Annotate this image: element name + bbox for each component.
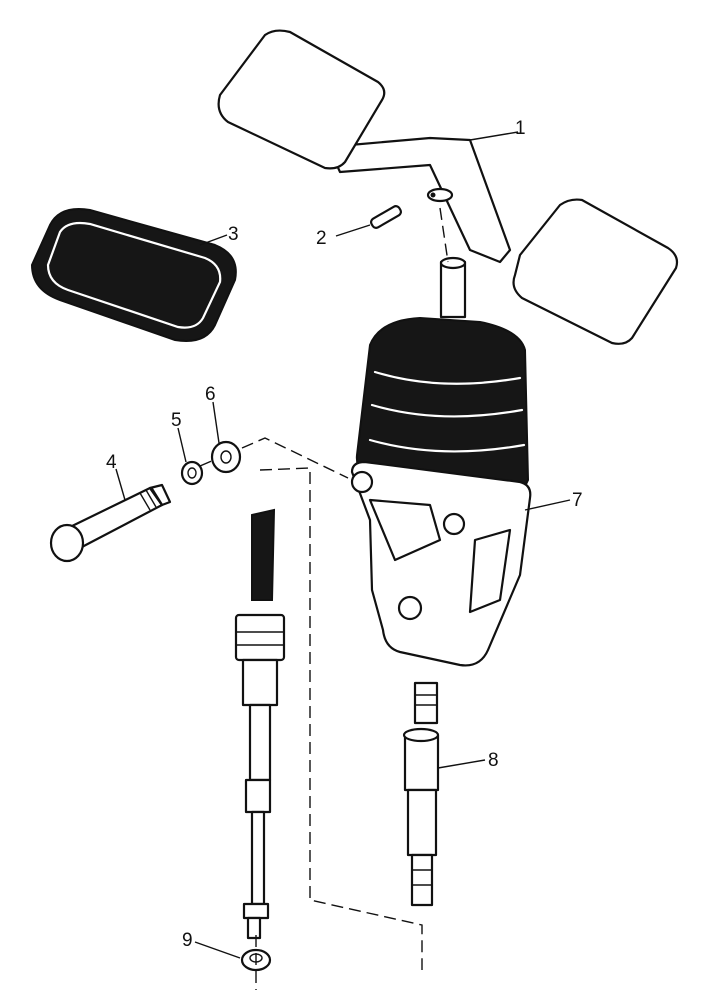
part-3-rubber-pad xyxy=(30,208,237,342)
callout-2: 2 xyxy=(316,228,327,249)
assembly-centerlines xyxy=(199,207,449,990)
callout-3: 3 xyxy=(228,224,239,245)
cable-assembly xyxy=(234,508,286,920)
part-2-pin xyxy=(370,205,402,229)
callout-8: 8 xyxy=(488,750,499,771)
leader-lines xyxy=(115,131,571,959)
callout-6: 6 xyxy=(205,384,216,405)
callout-1: 1 xyxy=(515,118,526,139)
part-1-pedal-assembly xyxy=(217,29,679,345)
callout-5: 5 xyxy=(171,410,182,431)
part-5-lock-washer xyxy=(180,460,204,486)
callout-labels: 1 2 3 4 5 6 7 8 9 xyxy=(106,118,583,951)
part-6-washer xyxy=(210,440,242,474)
part-4-bolt xyxy=(49,483,172,563)
part-7-control-valve xyxy=(350,256,532,667)
callout-7: 7 xyxy=(572,490,583,511)
callout-4: 4 xyxy=(106,452,117,473)
part-8-adapter-fitting xyxy=(402,681,440,907)
callout-9: 9 xyxy=(182,930,193,951)
